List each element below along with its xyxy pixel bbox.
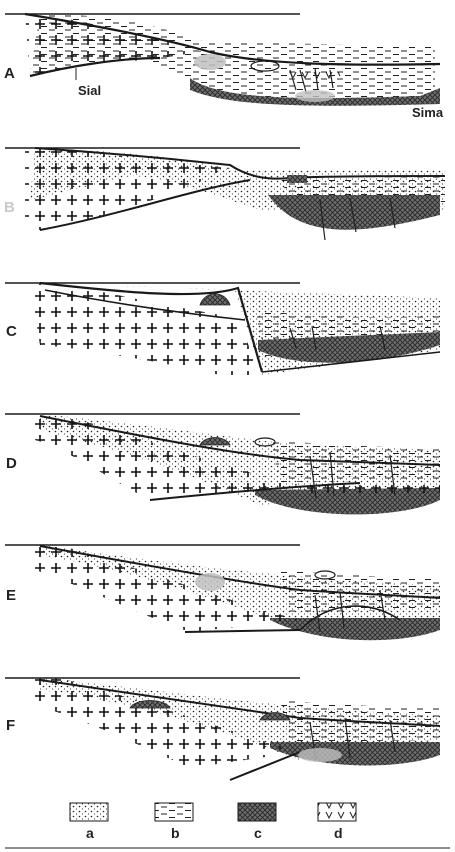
sima-label: Sima — [412, 105, 444, 120]
panel-c: C — [5, 283, 440, 375]
grey-deposit — [298, 748, 342, 762]
panel-b: B — [4, 148, 445, 240]
panel-label-d: D — [6, 455, 17, 472]
sial-block — [30, 283, 260, 375]
panel-label-c: C — [6, 323, 17, 340]
panel-label-f: F — [6, 717, 15, 734]
panel-label-b: B — [4, 199, 15, 216]
panel-f: F — [5, 678, 440, 780]
sial-label: Sial — [78, 83, 101, 98]
grey-deposit — [295, 90, 335, 102]
panel-a: A Sial Sima — [4, 14, 444, 120]
panel-e: E — [5, 545, 440, 640]
legend-label-b: b — [171, 825, 180, 841]
legend-label-d: d — [334, 825, 343, 841]
legend-label-c: c — [254, 825, 262, 841]
panel-label-a: A — [4, 65, 15, 82]
legend-swatch-d — [318, 803, 356, 821]
panel-label-e: E — [6, 587, 16, 604]
legend: a b c d — [5, 803, 450, 848]
sial-slice — [300, 485, 440, 495]
panel-d: D — [5, 414, 440, 514]
sima-layer — [268, 195, 440, 230]
reef-body — [287, 175, 307, 183]
legend-label-a: a — [86, 825, 94, 841]
grey-deposit — [194, 54, 226, 70]
legend-swatch-c — [238, 803, 276, 821]
legend-swatch-a — [70, 803, 108, 821]
reef-body — [200, 294, 230, 305]
grey-deposit — [195, 573, 225, 591]
legend-swatch-b — [155, 803, 193, 821]
